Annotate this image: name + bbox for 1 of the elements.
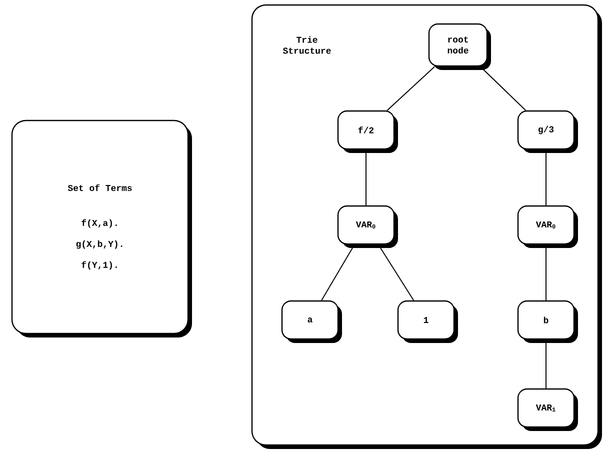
terms-box: Set of Terms f(X,a). g(X,b,Y). f(Y,1). <box>11 120 192 338</box>
